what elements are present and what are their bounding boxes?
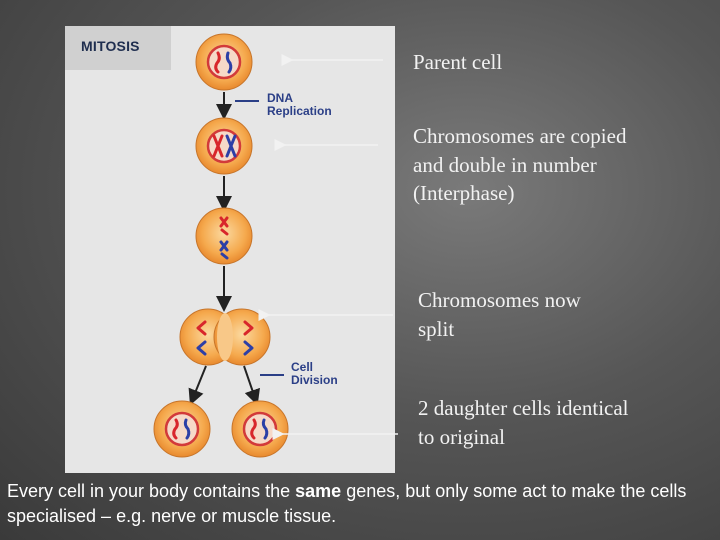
annotation-chromosomes-split: Chromosomes now split: [418, 288, 581, 341]
dividing-cell: [179, 308, 271, 366]
chromosome-blue: [196, 340, 254, 356]
chromosome-red: [196, 320, 254, 336]
annotation-parent-cell: Parent cell: [413, 50, 503, 74]
footer-emphasis-same: same: [295, 481, 342, 501]
daughter-cell-left: [153, 400, 211, 458]
annotation-chromosomes-copied: Chromosomes are copied and double in num…: [413, 124, 627, 205]
mitosis-diagram: DNA Replication C: [153, 33, 338, 458]
chromosome-blue: [183, 418, 191, 440]
footer-caption: Every cell in your body contains the sam…: [7, 479, 713, 528]
daughter-cell-right: [231, 400, 289, 458]
chromosome-red: [250, 418, 257, 440]
chromosome-blue: [219, 240, 229, 260]
metaphase-cell: [195, 207, 253, 265]
parent-cell: [195, 33, 253, 91]
chromosome-red: [172, 418, 179, 440]
footer-text-start: Every cell in your body contains the: [7, 481, 296, 501]
chromosome-blue: [261, 418, 269, 440]
chromosome-red: [214, 51, 221, 74]
figure-title: MITOSIS: [81, 38, 140, 54]
chromosome-red: [219, 216, 229, 236]
chromosome-blue: [225, 134, 237, 158]
chromosome-red: [212, 134, 224, 158]
annotation-daughter-cells: 2 daughter cells identical to original: [418, 396, 629, 449]
cell-division-label-line1: Cell: [291, 360, 313, 374]
arrow-right-daughter: [243, 365, 260, 406]
dna-replication-label-line1: DNA: [267, 91, 293, 105]
arrow-left-daughter: [188, 365, 207, 406]
chromosome-blue: [225, 51, 233, 74]
replicated-cell: [195, 117, 253, 175]
cell-division-label-line2: Division: [291, 373, 338, 387]
title-box: MITOSIS: [65, 26, 171, 70]
dna-replication-label-line2: Replication: [267, 104, 332, 118]
footer-text-end: genes, but only some act to make the cel…: [7, 481, 687, 526]
mitosis-diagram-panel: MITOSIS DNA Replication: [65, 26, 395, 473]
